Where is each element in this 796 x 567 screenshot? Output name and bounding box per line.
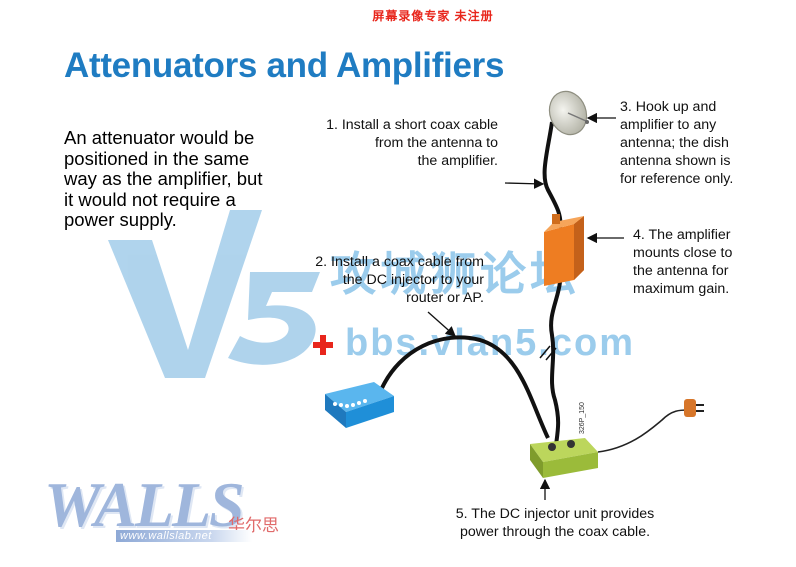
arrow-step1 bbox=[504, 178, 545, 189]
power-plug-icon bbox=[684, 399, 704, 417]
walls-logo-wordmark: WALLS bbox=[44, 469, 245, 540]
arrow-step2 bbox=[427, 311, 456, 337]
amplifier-icon bbox=[544, 214, 584, 286]
step1-label: 1. Install a short coax cable from the a… bbox=[326, 117, 498, 169]
walls-logo-url: www.wallslab.net bbox=[116, 530, 252, 542]
step3-label: 3. Hook up and amplifier to any antenna;… bbox=[620, 99, 734, 187]
watermark-chinese-text: 攻城狮论坛 bbox=[330, 247, 580, 301]
step2-label: 2. Install a coax cable from the DC inje… bbox=[315, 254, 484, 306]
coax-cable-amp-to-injector bbox=[549, 281, 562, 446]
figure-id: 326P_150 bbox=[579, 402, 586, 434]
coax-cable-antenna bbox=[542, 121, 563, 229]
body-paragraph: An attenuator would be positioned in the… bbox=[64, 127, 263, 230]
coax-cable-router bbox=[380, 335, 550, 439]
step4-label: 4. The amplifier mounts close to the ant… bbox=[633, 227, 733, 297]
router-ap-icon bbox=[325, 382, 394, 428]
step5-label: 5. The DC injector unit provides power t… bbox=[455, 506, 655, 540]
unregistered-banner: 屏幕录像专家 未注册 bbox=[372, 9, 494, 23]
slide-title: Attenuators and Amplifiers bbox=[64, 46, 505, 85]
power-cable bbox=[597, 409, 689, 453]
dish-antenna-icon bbox=[548, 90, 589, 136]
dc-injector-icon bbox=[530, 438, 598, 478]
